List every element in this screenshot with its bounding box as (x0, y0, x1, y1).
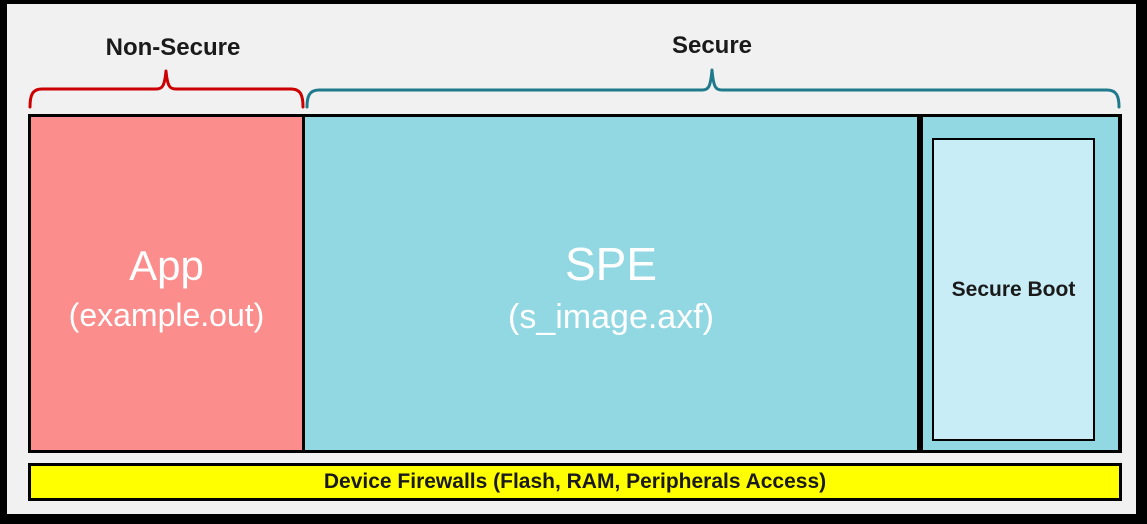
spe-block-title: SPE (564, 238, 658, 291)
secure-boot-label: Secure Boot (951, 277, 1076, 301)
non-secure-region-label: Non-Secure (105, 34, 241, 61)
app-block-subtitle: (example.out) (68, 296, 265, 333)
device-firewalls-bar: Device Firewalls (Flash, RAM, Peripheral… (28, 463, 1122, 501)
secure-region-label: Secure (671, 32, 753, 59)
spe-block: SPE (s_image.axf) (305, 117, 917, 450)
device-firewalls-label: Device Firewalls (Flash, RAM, Peripheral… (323, 470, 827, 493)
spe-block-subtitle: (s_image.axf) (508, 297, 714, 336)
app-block: App (example.out) (31, 117, 302, 450)
memory-map-row: App (example.out) SPE (s_image.axf) Secu… (28, 114, 1122, 453)
secure-boot-container: Secure Boot (923, 117, 1118, 450)
secure-boot-block: Secure Boot (932, 138, 1095, 441)
app-block-title: App (129, 241, 204, 289)
